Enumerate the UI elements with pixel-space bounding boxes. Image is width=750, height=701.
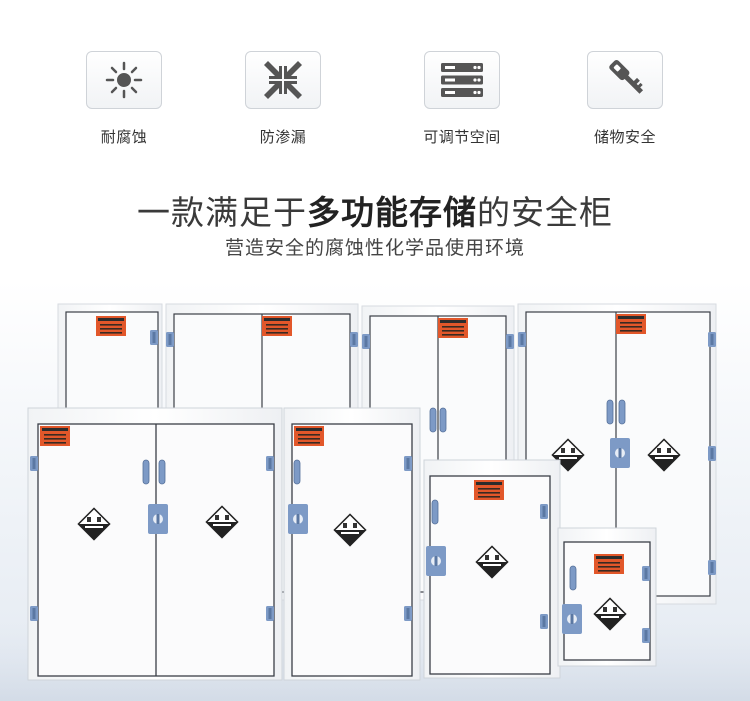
- feature-tile: [424, 51, 500, 109]
- feature-leak-proof: 防渗漏: [223, 51, 343, 147]
- headline: 一款满足于多功能存储的安全柜: [0, 186, 750, 234]
- sun-icon: [105, 61, 143, 99]
- key-icon: [609, 60, 644, 94]
- feature-adjustable-space: 可调节空间: [402, 51, 522, 147]
- feature-label: 耐腐蚀: [100, 128, 148, 146]
- feature-tile: [245, 51, 321, 109]
- headline-emphasis: 多功能存储: [307, 193, 477, 232]
- feature-storage-security: 储物安全: [565, 51, 685, 147]
- cabinet-front-small: [423, 459, 561, 679]
- feature-tile: [86, 51, 162, 109]
- cabinet-front-mini: [557, 527, 657, 667]
- feature-tile: [587, 51, 663, 109]
- feature-label: 防渗漏: [259, 128, 307, 146]
- server-rack-icon: [441, 63, 483, 97]
- headline-suffix: 的安全柜: [477, 193, 613, 232]
- feature-label: 可调节空间: [423, 128, 501, 146]
- cabinet-front-large: [27, 407, 283, 681]
- feature-corrosion-resistant: 耐腐蚀: [64, 51, 184, 147]
- headline-prefix: 一款满足于: [137, 193, 307, 232]
- subheadline: 营造安全的腐蚀性化学品使用环境: [224, 237, 525, 259]
- cabinet-front-medium: [283, 407, 421, 681]
- compress-arrows-icon: [264, 61, 302, 99]
- feature-row: 耐腐蚀 防渗漏: [0, 51, 750, 151]
- feature-label: 储物安全: [593, 128, 656, 146]
- cabinet-group-illustration: [0, 303, 750, 701]
